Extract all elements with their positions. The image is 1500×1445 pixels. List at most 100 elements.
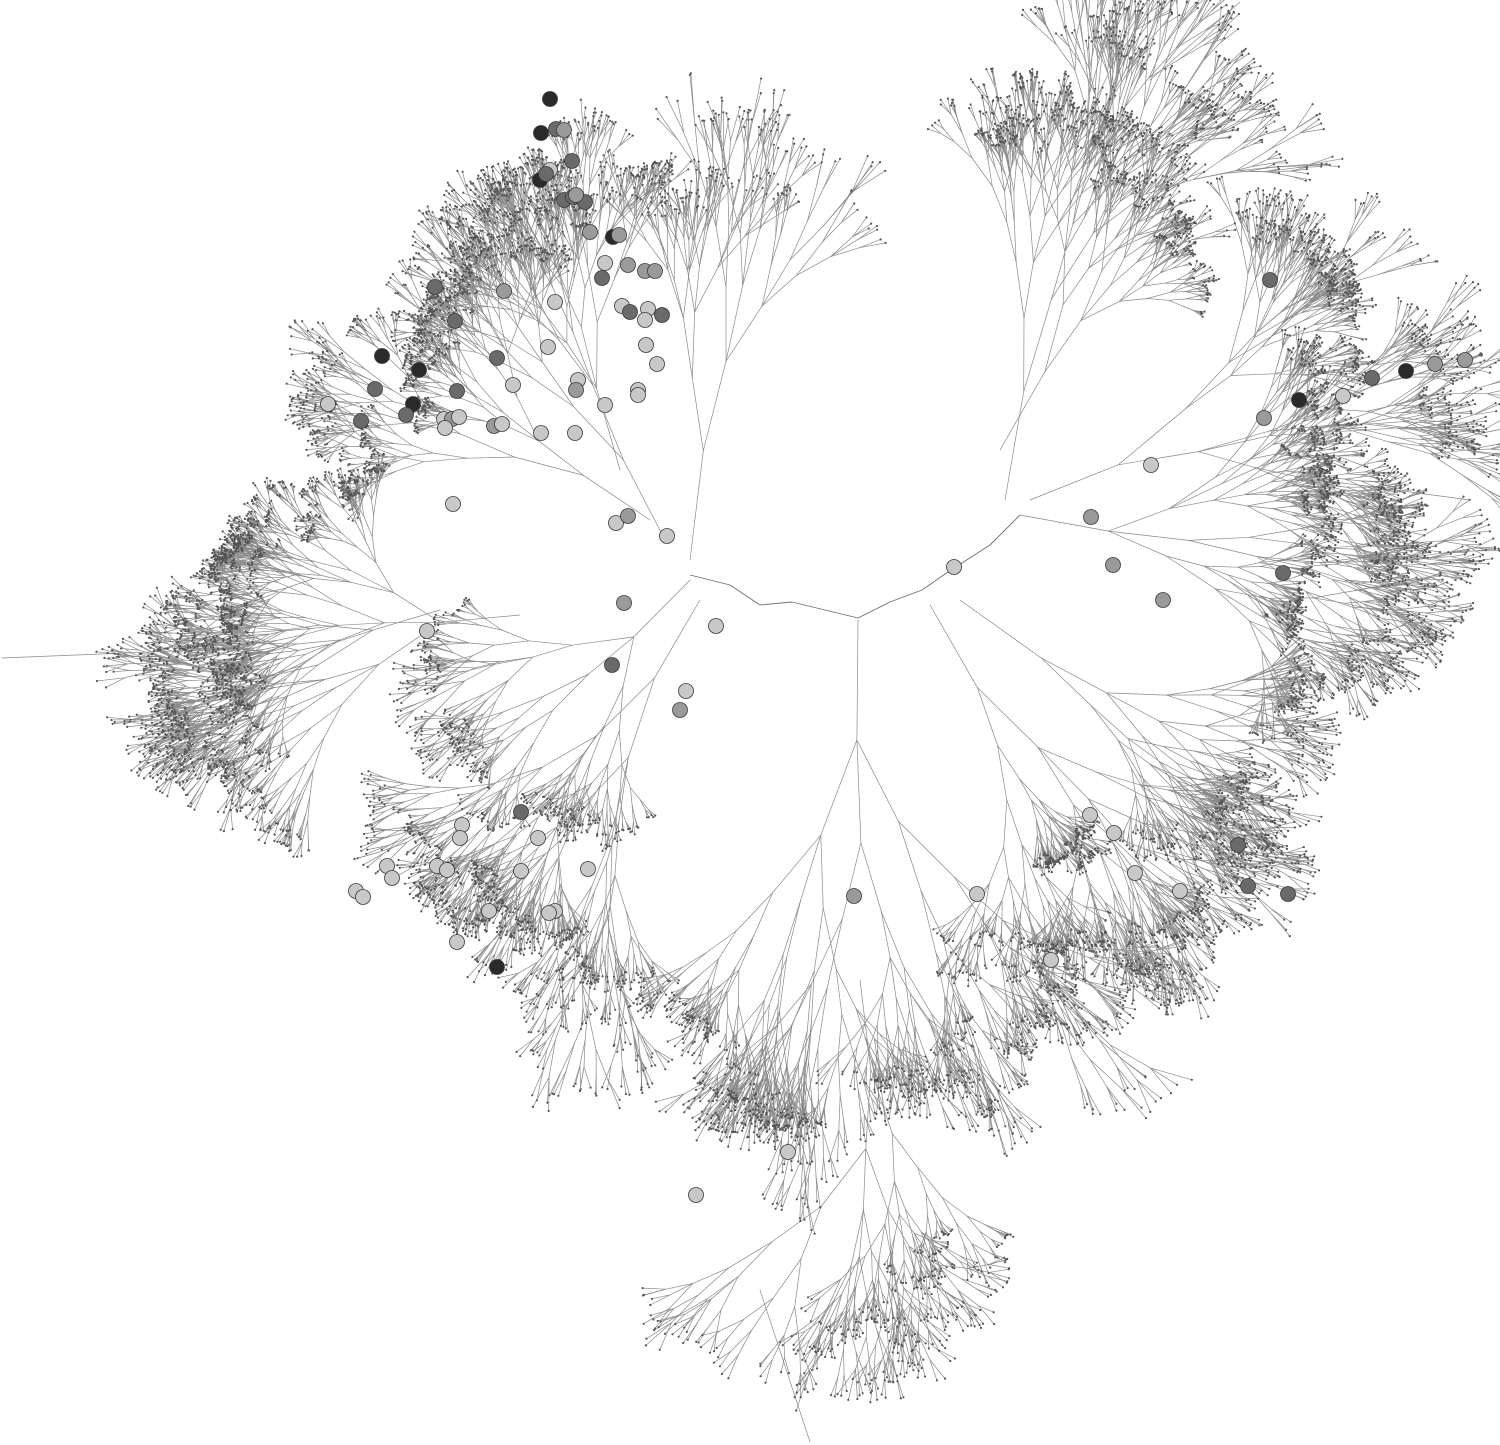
clade-upper-left-edge — [463, 172, 468, 191]
clade-upper-center-edge — [744, 144, 745, 187]
clade-upper-left-b-edge — [456, 350, 459, 360]
clade-upper-left-edge — [514, 304, 535, 316]
clade-upper-left-b-edge — [333, 443, 342, 454]
clade-upper-left-edge — [429, 263, 446, 274]
clade-upper-left-b-edge — [333, 387, 351, 395]
clade-upper-center-edge — [779, 151, 787, 167]
clade-left-edge — [264, 772, 277, 787]
clade-upper-left-b-edge — [584, 475, 650, 520]
clade-upper-center-edge — [802, 155, 813, 176]
clade-upper-center-edge — [758, 127, 759, 146]
clade-upper-left-edge — [432, 232, 446, 250]
clade-upper-left-c-edge — [604, 162, 606, 178]
clade-upper-left-b-edge — [299, 411, 312, 412]
clade-upper-center-edge — [726, 225, 729, 287]
clade-upper-left-b-edge — [361, 335, 375, 345]
clade-left-edge — [241, 799, 251, 808]
clade-upper-left-c-edge — [600, 199, 610, 211]
clade-upper-center-edge — [753, 146, 759, 176]
clade-upper-center-edge — [658, 232, 665, 253]
clade-left-edge — [282, 806, 289, 817]
clade-upper-center-edge — [726, 286, 743, 362]
clade-upper-left-b-edge — [332, 422, 344, 425]
clade-left-edge — [265, 827, 271, 843]
clade-upper-center-edge — [668, 270, 684, 318]
clade-upper-left-edge — [484, 314, 503, 347]
clade-upper-center-edge — [714, 118, 723, 152]
clade-upper-center-edge — [764, 122, 776, 145]
clade-upper-center-edge — [689, 203, 693, 230]
clade-upper-left-edge — [510, 342, 542, 362]
clade-upper-left-edge — [476, 273, 477, 290]
clade-upper-center-edge — [824, 159, 840, 188]
clade-upper-center-edge — [691, 73, 694, 118]
clade-left-edge — [254, 767, 261, 773]
clade-upper-left-edge — [542, 362, 573, 407]
clade-upper-left-b-edge — [500, 319, 508, 354]
clade-upper-left-b-edge — [425, 423, 436, 425]
clade-upper-center-edge — [740, 234, 742, 286]
clade-upper-left-edge — [572, 206, 573, 216]
clade-upper-center-edge — [674, 281, 683, 319]
clade-left-edge — [284, 728, 311, 743]
clade-left-edge — [302, 821, 308, 843]
clade-upper-center-edge — [624, 217, 647, 241]
clade-upper-left-c-edge — [512, 183, 513, 196]
clade-upper-left-c-edge — [600, 188, 601, 206]
clade-upper-center-edge — [726, 306, 762, 361]
clade-upper-left-c-edge — [609, 122, 612, 141]
clade-upper-left-b-edge — [489, 278, 490, 289]
clade-upper-center-edge — [696, 125, 713, 153]
clade-upper-center-edge — [748, 147, 753, 176]
clade-upper-left-b-edge — [441, 372, 448, 378]
clade-upper-left-b-edge — [398, 293, 407, 300]
backbone-edge — [922, 572, 948, 590]
clade-upper-left-c-edge — [564, 215, 569, 234]
clade-upper-left-edge — [501, 362, 532, 377]
clade-upper-center-edge — [728, 140, 731, 179]
backbone-edge — [730, 585, 760, 605]
clade-upper-left-edge — [518, 291, 534, 316]
clade-upper-left-b-edge — [292, 353, 309, 354]
clade-upper-center-edge — [762, 275, 796, 306]
clade-upper-center-edge — [831, 248, 860, 257]
clade-upper-center-edge — [733, 180, 739, 203]
clade-upper-center-edge — [700, 227, 706, 266]
clade-upper-left-b-edge — [412, 445, 433, 453]
clade-upper-left-edge — [419, 254, 429, 264]
clade-left-edge — [313, 738, 324, 770]
clade-upper-left-b-edge — [508, 320, 520, 354]
clade-upper-center-edge — [860, 243, 886, 248]
backbone-edge — [825, 610, 858, 618]
clade-upper-left-c-edge — [581, 100, 583, 127]
clade-upper-center-edge — [778, 115, 790, 141]
clade-upper-center-edge — [657, 181, 660, 206]
clade-upper-center-edge — [841, 210, 857, 223]
clade-upper-center-edge — [767, 166, 773, 193]
clade-upper-left-b-edge — [399, 262, 411, 279]
clade-upper-center-edge — [790, 226, 823, 260]
clade-upper-center-edge — [752, 79, 761, 122]
clade-upper-left-b-edge — [460, 434, 514, 457]
clade-upper-center-edge — [853, 224, 872, 237]
clade-upper-left-b-edge — [406, 285, 411, 295]
clade-upper-left-b-edge — [396, 462, 424, 472]
backbone-edge — [990, 515, 1020, 545]
clade-upper-center-edge — [773, 148, 778, 166]
clade-upper-left-b-edge — [305, 374, 318, 382]
backbone-edge — [792, 602, 825, 610]
clade-upper-left-b-edge — [384, 327, 388, 340]
clade-upper-center-edge — [692, 312, 694, 378]
clade-left-edge — [207, 771, 221, 782]
clade-upper-left-b-edge — [361, 445, 370, 446]
clade-upper-left-b-edge — [328, 454, 333, 462]
clade-upper-center-edge — [762, 260, 790, 306]
clade-upper-left-b-edge — [290, 406, 307, 407]
clade-upper-center-edge — [659, 236, 668, 270]
clade-left-edge — [246, 807, 256, 817]
clade-left-edge — [290, 728, 310, 750]
clade-upper-center-edge — [853, 217, 867, 236]
clade-upper-center-edge — [692, 378, 703, 451]
clade-upper-center-edge — [824, 161, 836, 188]
clade-upper-left-c-edge — [647, 166, 648, 177]
